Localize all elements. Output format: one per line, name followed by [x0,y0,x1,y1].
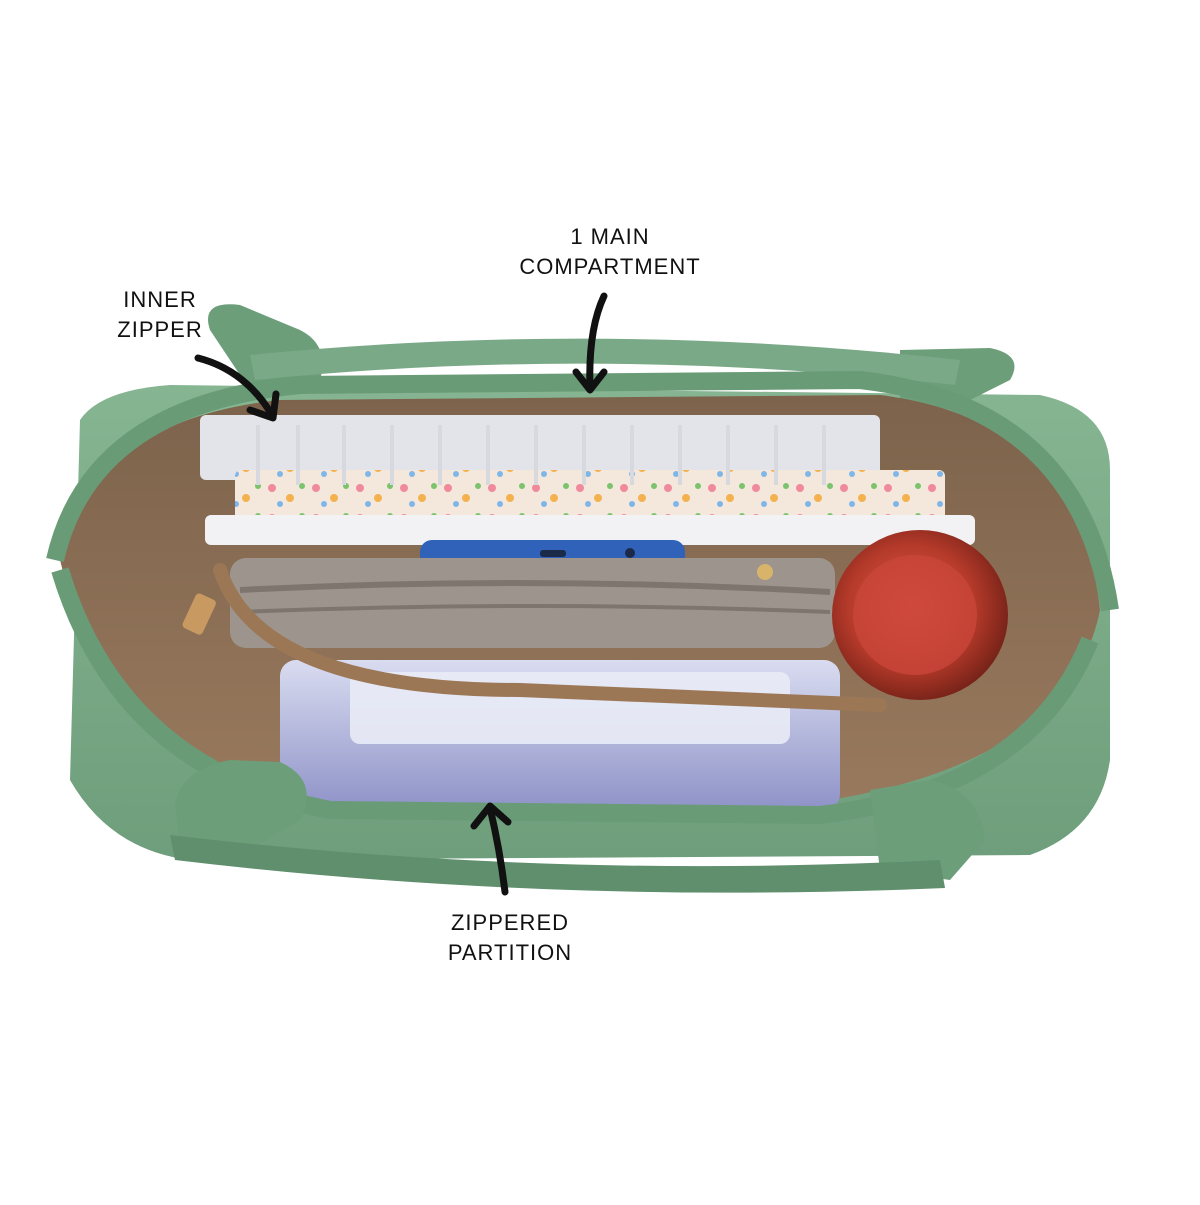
front-handle-left [175,760,307,850]
callout-partition-line2: PARTITION [447,940,573,965]
notebook-floral [235,470,945,525]
callout-main-line2: COMPARTMENT [519,254,701,279]
arrow-zippered-partition [470,802,512,896]
grey-wallet [230,558,835,648]
callout-main-compartment: 1 MAIN COMPARTMENT [490,222,730,282]
partition-zipper [213,563,887,712]
front-strap [170,835,945,893]
callout-inner-line2: ZIPPER [117,317,203,342]
callout-main-line1: 1 MAIN [570,224,650,249]
arrow-inner-zipper [194,354,280,422]
callout-partition-line1: ZIPPERED [450,910,570,935]
arrow-main-compartment [572,292,608,394]
bag-rim [46,370,1119,612]
spiral-binding [256,425,826,485]
callout-inner-zipper: INNER ZIPPER [95,285,225,345]
front-handle-right [870,780,985,880]
callout-zippered-partition: ZIPPERED PARTITION [410,908,610,968]
notebook-grey [200,415,880,480]
callout-inner-line1: INNER [123,287,197,312]
white-tablet [205,515,975,545]
zipper-pull [182,593,216,635]
back-strap [250,338,960,385]
